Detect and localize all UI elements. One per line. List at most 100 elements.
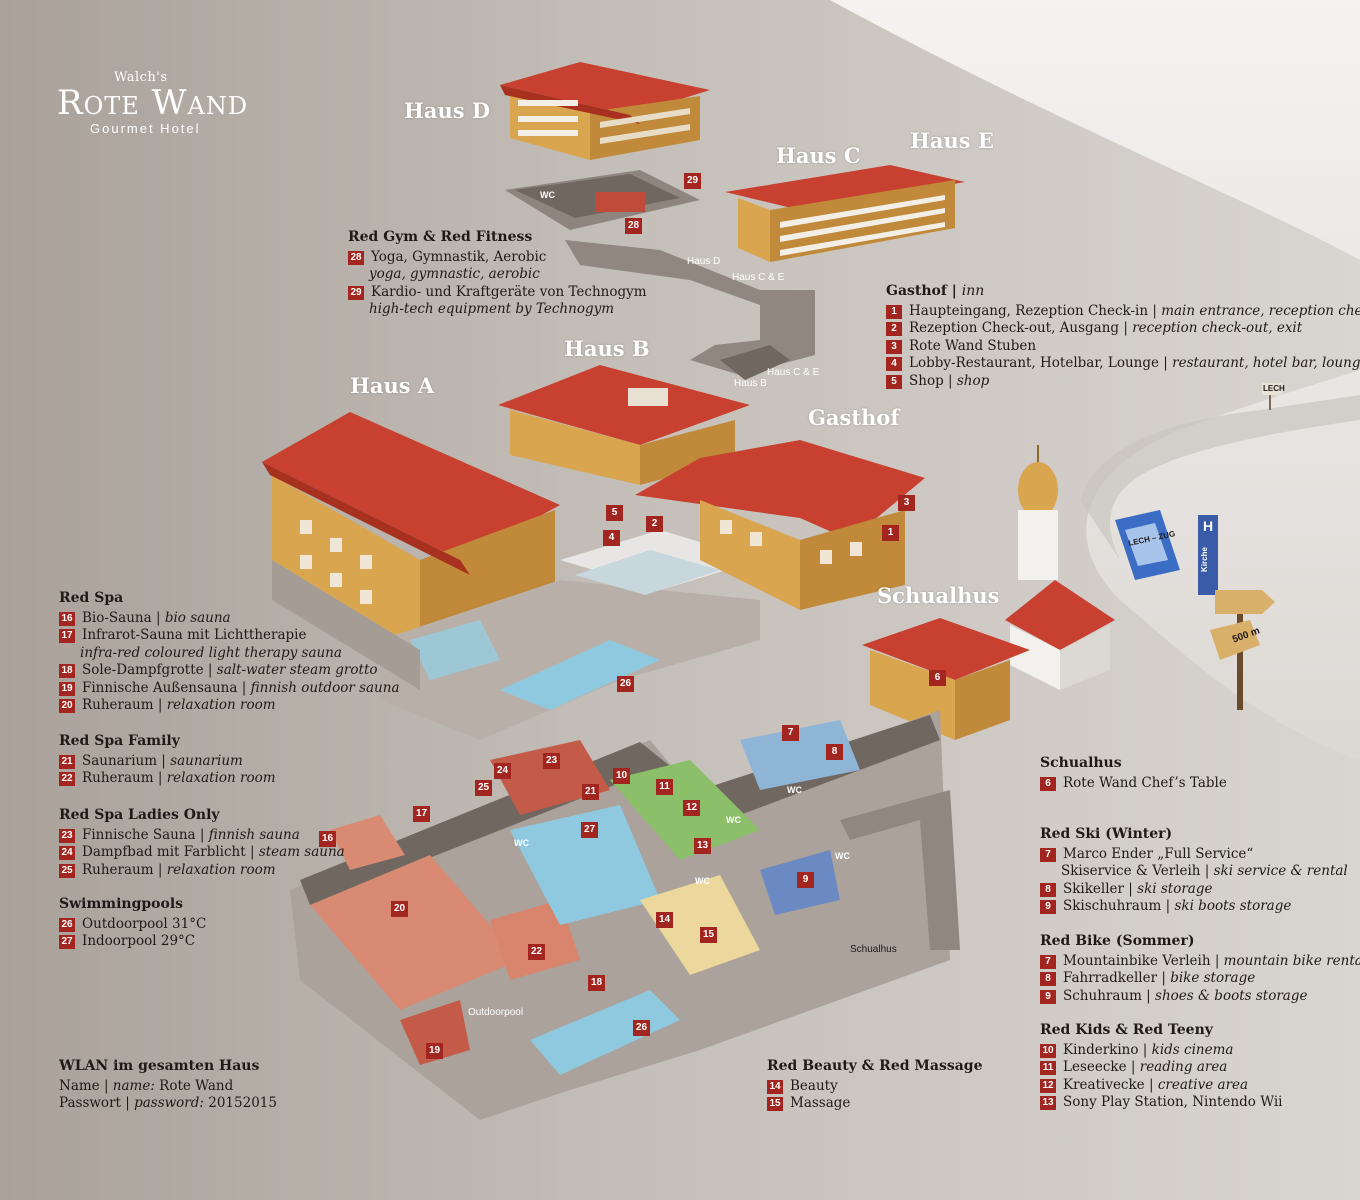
- map-marker[interactable]: 22: [528, 944, 545, 960]
- map-marker[interactable]: 8: [826, 744, 843, 760]
- beauty-rooms: [640, 875, 760, 975]
- map-marker[interactable]: 25: [475, 780, 492, 796]
- logo-prefix: Walch's: [114, 70, 168, 85]
- map-marker[interactable]: 6: [929, 670, 946, 686]
- map-marker[interactable]: 10: [613, 768, 630, 784]
- map-marker[interactable]: 18: [588, 975, 605, 991]
- label-haus-a: Haus A: [350, 373, 435, 398]
- path-label-haus-ce-2: Haus C & E: [767, 367, 820, 378]
- wc-label: WC: [835, 851, 850, 861]
- map-marker[interactable]: 14: [656, 912, 673, 928]
- map-marker[interactable]: 24: [494, 763, 511, 779]
- wlan-password: Passwort | password: 20152015: [59, 1095, 277, 1111]
- label-haus-b: Haus B: [564, 336, 650, 361]
- haus-b-building: [498, 365, 750, 485]
- map-marker[interactable]: 23: [543, 753, 560, 769]
- legend-subtext: yoga, gymnastic, aerobic: [369, 266, 540, 282]
- wlan-name: Name | name: Rote Wand: [59, 1077, 234, 1094]
- sign-lech: LECH: [1263, 384, 1285, 393]
- bus-stop-sign: [1198, 515, 1218, 595]
- map-marker[interactable]: 19: [426, 1043, 443, 1059]
- map-marker[interactable]: 26: [633, 1020, 650, 1036]
- corridor: [565, 240, 815, 380]
- map-marker[interactable]: 29: [684, 173, 701, 189]
- map-marker[interactable]: 9: [797, 872, 814, 888]
- map-marker[interactable]: 3: [898, 495, 915, 511]
- legend-subtext: high-tech equipment by Technogym: [369, 301, 615, 317]
- legend-gym-title: Red Gym & Red Fitness: [348, 229, 533, 245]
- signpost: [1210, 590, 1275, 710]
- map-marker[interactable]: 15: [700, 927, 717, 943]
- indoorpool: [510, 805, 660, 925]
- map-marker[interactable]: 16: [319, 831, 336, 847]
- legend-gasthof-title: Gasthof | inn: [886, 283, 985, 299]
- haus-c-e-building: [725, 165, 965, 262]
- wc-label: WC: [695, 876, 710, 886]
- logo-name: Rote Wand: [57, 83, 249, 123]
- logo-subtitle: Gourmet Hotel: [90, 121, 201, 136]
- map-marker[interactable]: 20: [391, 901, 408, 917]
- wc-label: WC: [540, 190, 555, 200]
- map-marker[interactable]: 2: [646, 516, 663, 532]
- map-marker[interactable]: 21: [582, 784, 599, 800]
- map-marker[interactable]: 28: [625, 218, 642, 234]
- legend-number: 29: [348, 285, 364, 300]
- label-haus-e: Haus E: [910, 128, 994, 153]
- path-label-haus-d: Haus D: [687, 256, 721, 267]
- path-label-haus-b: Haus B: [734, 378, 767, 389]
- wc-label: WC: [514, 838, 529, 848]
- wlan-info: WLAN im gesamten Haus Name | name: Rote …: [59, 1058, 277, 1111]
- map-marker[interactable]: 1: [882, 525, 899, 541]
- map-marker[interactable]: 27: [581, 822, 598, 838]
- lech-sign: [1262, 383, 1282, 395]
- map-marker[interactable]: 5: [606, 505, 623, 521]
- outdoorpool: [530, 990, 680, 1075]
- map-marker[interactable]: 4: [603, 530, 620, 546]
- map-marker[interactable]: 11: [656, 779, 673, 795]
- sign-kirche: Kirche: [1199, 547, 1209, 572]
- haus-a-building: [262, 412, 560, 650]
- map-marker[interactable]: 12: [683, 800, 700, 816]
- bus: [1115, 510, 1180, 580]
- label-haus-d: Haus D: [404, 98, 491, 123]
- map-marker[interactable]: 13: [694, 838, 711, 854]
- path-label-schualhus: Schualhus: [850, 944, 897, 955]
- map-marker[interactable]: 17: [413, 806, 430, 822]
- map-marker[interactable]: 26: [617, 676, 634, 692]
- map-marker[interactable]: 7: [782, 725, 799, 741]
- church: [1005, 445, 1115, 690]
